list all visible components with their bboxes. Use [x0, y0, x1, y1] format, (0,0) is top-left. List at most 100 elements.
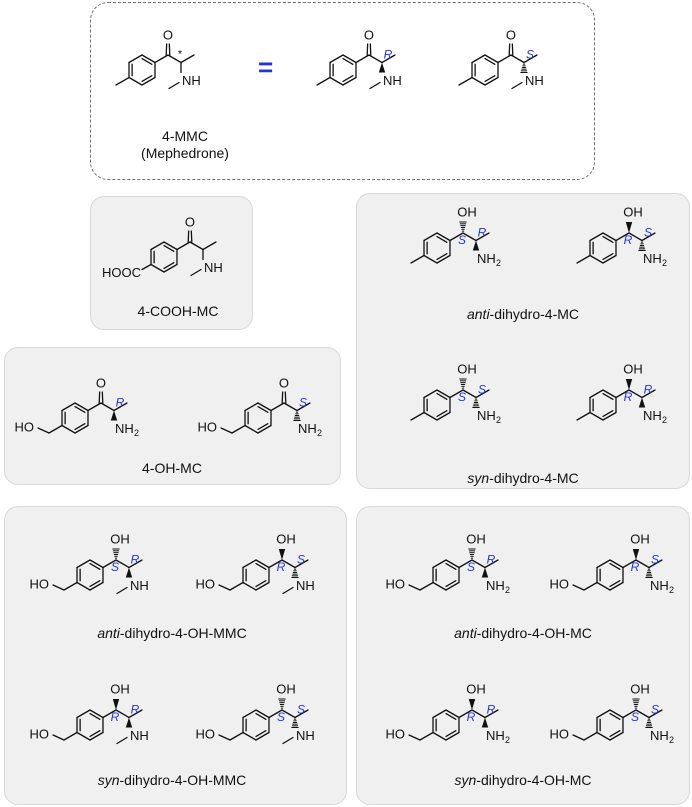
aromatic-bond	[163, 244, 175, 252]
ring-bond	[244, 424, 259, 434]
anti-dihydro-oh-mc-label: anti-dihydro-4-OH-MC	[454, 625, 592, 642]
ring-bond	[596, 731, 611, 741]
ring-bond	[244, 402, 259, 412]
aromatic-bond	[436, 392, 448, 400]
stereo-label-c1: S	[631, 710, 639, 724]
aromatic-bond	[602, 235, 614, 243]
chain-bond	[615, 232, 630, 242]
amine-atom: NH	[296, 578, 315, 593]
aromatic-bond	[257, 405, 269, 413]
anti-suffix: -dihydro-4-MC	[489, 306, 580, 322]
n-methyl-bond	[282, 586, 294, 595]
chain-bond	[154, 54, 169, 64]
chain-bond	[449, 389, 464, 399]
aromatic-bond	[602, 392, 614, 400]
ring-bond	[445, 731, 460, 741]
ring-bond	[74, 402, 89, 412]
chain-bond	[368, 54, 383, 64]
chain-bond	[294, 709, 309, 719]
ring-bond	[445, 709, 460, 719]
amine-atom: NH	[204, 260, 223, 275]
amine-atom: NH	[643, 251, 662, 266]
hydroxyl-atom: OH	[457, 204, 477, 219]
ring-bond	[589, 389, 604, 399]
amine-subscript: 2	[134, 428, 139, 438]
amine-atom: NH	[486, 578, 505, 593]
amine-subscript: 2	[496, 258, 501, 268]
chiral-star: *	[178, 48, 183, 60]
carboxyl-atom: HOOC	[102, 265, 141, 280]
chain-bond	[102, 559, 117, 569]
ring-bond	[128, 76, 143, 86]
mephedrone-alias: (Mephedrone)	[141, 145, 229, 161]
hydroxyl-bond	[625, 379, 633, 390]
chain-bond	[355, 54, 370, 64]
anti-dihydro-oh-mmc-label: anti-dihydro-4-OH-MMC	[97, 625, 246, 642]
stereo-label-c2: S	[651, 703, 659, 717]
hydroxyl-atom: OH	[623, 204, 643, 219]
amine-atom: NH	[643, 408, 662, 423]
stereo-label-c2: S	[644, 226, 652, 240]
ring-bond	[445, 559, 460, 569]
stereo-label-c1: R	[111, 710, 120, 724]
chain-bond	[622, 709, 637, 719]
chain-bond	[622, 559, 637, 569]
chain-bond	[296, 402, 311, 412]
amine-bond	[481, 567, 489, 578]
ring-bond	[589, 254, 604, 264]
stereo-label-c2: S	[297, 703, 305, 717]
syn-suffix: -dihydro-4-OH-MMC	[119, 772, 247, 788]
ring-bond	[602, 232, 617, 242]
hydroxyl-bond	[278, 549, 286, 560]
hydroxyl-atom: OH	[457, 361, 477, 376]
ring-bond	[589, 232, 604, 242]
ring-bond	[74, 424, 89, 434]
chain-bond	[202, 241, 217, 251]
aromatic-bond	[141, 57, 153, 65]
ch2-bond	[419, 731, 434, 741]
ring-bond	[436, 411, 451, 421]
amine-bond	[378, 62, 386, 73]
ring-bond	[423, 389, 438, 399]
amine-atom: NH	[525, 73, 544, 88]
amine-subscript: 2	[662, 258, 667, 268]
ring-bond	[255, 731, 270, 741]
chain-bond	[475, 389, 490, 399]
aromatic-bond	[484, 57, 496, 65]
ring-bond	[609, 709, 624, 719]
chain-bond	[458, 709, 473, 719]
hydroxyl-atom: HO	[198, 419, 218, 434]
ring-bond	[150, 241, 165, 251]
oh-bond	[572, 584, 585, 591]
aromatic-bond	[89, 580, 101, 588]
methyl-bond	[410, 411, 425, 421]
aromatic-bond	[89, 562, 101, 570]
aromatic-bond	[89, 712, 101, 720]
ring-bond	[242, 581, 257, 591]
chain-bond	[471, 559, 486, 569]
cooh-mc-label: 4-COOH-MC	[137, 303, 219, 319]
oh-bond	[218, 734, 231, 741]
chain-bond	[462, 389, 477, 399]
ring-bond	[602, 389, 617, 399]
chain-bond	[449, 232, 464, 242]
hydroxyl-bond	[468, 699, 476, 710]
amine-subscript: 2	[669, 735, 674, 745]
chain-bond	[648, 559, 663, 569]
oh-mc-panel	[4, 347, 341, 485]
n-methyl-bond	[116, 736, 128, 745]
aromatic-bond	[141, 75, 153, 83]
chain-bond	[510, 54, 525, 64]
anti-prefix: anti	[466, 306, 490, 322]
chain-bond	[268, 559, 283, 569]
ch2-bond	[583, 731, 598, 741]
chain-bond	[294, 559, 309, 569]
